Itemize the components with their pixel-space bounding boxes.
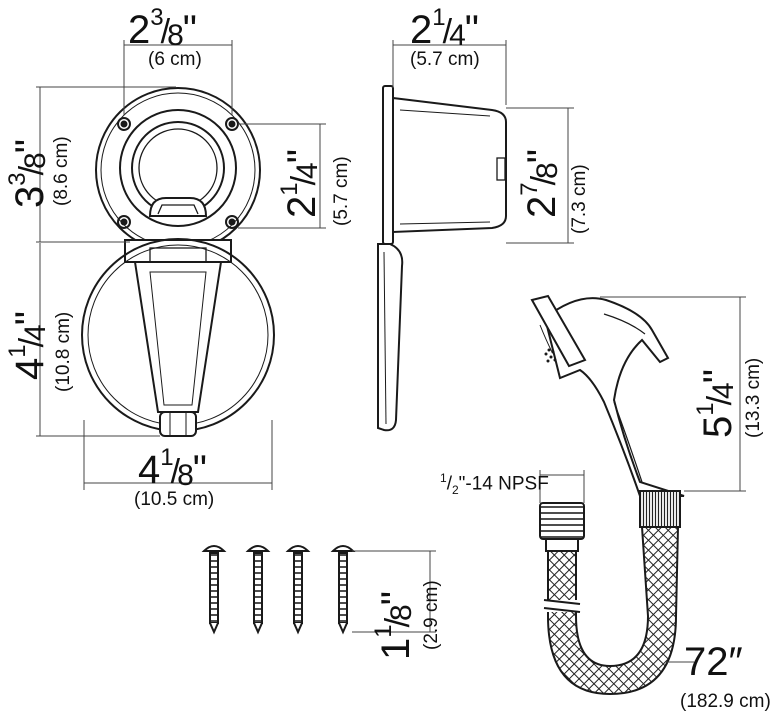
screw-4 xyxy=(330,545,356,635)
thread-spec-label: 1/2"-14 NPSF xyxy=(440,471,549,498)
screw-1 xyxy=(201,545,227,635)
top-height-metric: (8.6 cm) xyxy=(51,136,72,206)
lid-width-metric: (10.5 cm) xyxy=(134,489,215,510)
sprayer-spray-face xyxy=(544,348,557,363)
inner-height-label: 21/4" xyxy=(276,150,324,218)
front-view-flange xyxy=(95,87,261,253)
side-depth-label: 21/4" xyxy=(410,4,479,52)
screw-2 xyxy=(245,545,271,635)
top-height-label: 33/8" xyxy=(4,140,52,208)
side-depth-metric: (5.7 cm) xyxy=(410,49,480,70)
top-width-label: 23/8" xyxy=(128,4,197,52)
screw-length-label: 11/8" xyxy=(370,592,418,660)
hose-length-metric: (182.9 cm) xyxy=(680,691,771,712)
hose xyxy=(539,490,681,696)
inner-height-metric: (5.7 cm) xyxy=(331,156,352,226)
side-view xyxy=(377,85,507,432)
sprayer-height-metric: (13.3 cm) xyxy=(743,357,764,438)
hose-length-label: 72″ xyxy=(684,640,743,684)
screw-3 xyxy=(285,545,311,635)
dimension-lines xyxy=(36,40,746,663)
side-height-label: 27/8" xyxy=(516,150,564,218)
front-view-lid xyxy=(81,238,275,437)
screw-length-metric: (2.9 cm) xyxy=(421,580,442,650)
sprayer-handle xyxy=(530,294,685,497)
lid-height-label: 41/4" xyxy=(4,312,52,380)
sprayer-height-label: 51/4" xyxy=(692,370,740,438)
lid-height-metric: (10.8 cm) xyxy=(53,311,74,392)
side-height-metric: (7.3 cm) xyxy=(569,164,590,234)
top-width-metric: (6 cm) xyxy=(148,49,202,70)
lid-width-label: 41/8" xyxy=(138,444,207,492)
screws xyxy=(201,545,356,635)
